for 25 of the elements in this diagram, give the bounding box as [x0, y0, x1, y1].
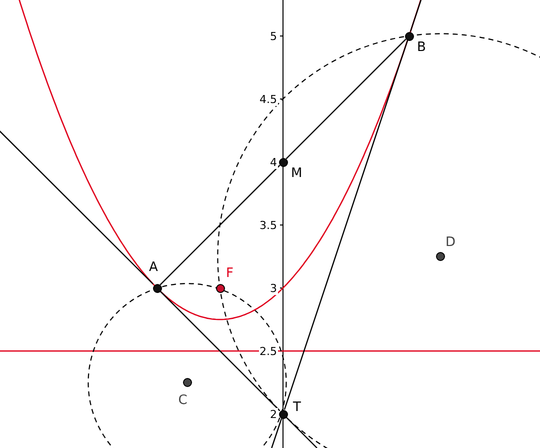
point: [152, 284, 162, 292]
tick-label: 2: [269, 408, 278, 421]
point-label: D: [446, 234, 456, 250]
point-label: T: [293, 400, 301, 415]
point-label: M: [291, 166, 302, 181]
tick-label: 3: [269, 282, 278, 295]
point-label: B: [417, 40, 426, 55]
tick-label: 2.5: [258, 345, 278, 358]
point: [278, 158, 288, 166]
line-segment: [286, 38, 406, 160]
point-label: F: [226, 266, 234, 281]
tick-label: 4: [269, 156, 278, 169]
line-segment: [160, 290, 280, 412]
point: [216, 284, 224, 292]
point: [182, 378, 192, 387]
line-segment: [160, 164, 280, 286]
line-segment: [284, 40, 408, 410]
tick-label: 5: [269, 30, 278, 43]
point-label: C: [178, 392, 188, 408]
point: [404, 32, 414, 40]
point: [278, 410, 288, 418]
tick-label: 4.5: [258, 93, 278, 106]
point: [436, 252, 445, 261]
tick-label: 3.5: [258, 219, 278, 232]
point-label: A: [149, 260, 158, 275]
